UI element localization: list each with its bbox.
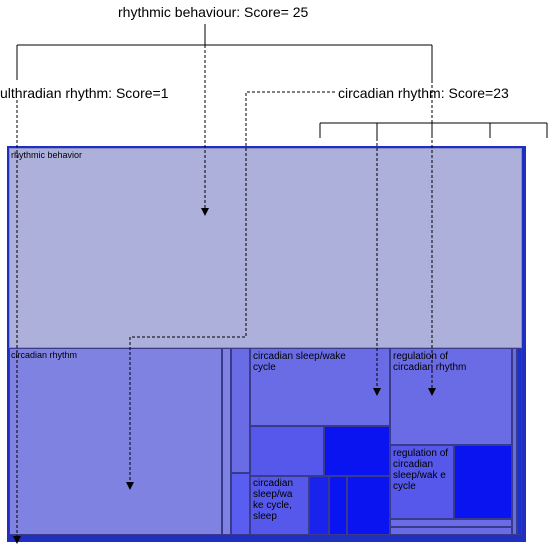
treemap-cell-subblock-2[interactable] [324, 426, 390, 476]
treemap-cell-label: rhythmic behavior [11, 150, 83, 160]
treemap-cell-label: circadian sleep/wake cycle [253, 351, 346, 373]
treemap-cell-subblock-5[interactable] [347, 476, 390, 535]
treemap-cell-circadian-sleep-wake-cycle[interactable]: circadian sleep/wake cycle [250, 348, 390, 426]
treemap-cell-subblock-4[interactable] [329, 476, 347, 535]
arrow-ultradian-path [126, 91, 335, 490]
treemap-cell-thin-3[interactable] [231, 473, 250, 535]
rhythmic-behaviour-connector [16, 24, 433, 80]
circadian-rhythm-score-label: circadian rhythm: Score=23 [338, 85, 509, 101]
treemap-cell-circadian-sleep-wake-cycle-sleep[interactable]: circadian sleep/wa ke cycle, sleep [250, 476, 309, 535]
treemap-cell-subblock-8[interactable] [390, 527, 512, 535]
dashed-arrows [13, 45, 436, 544]
treemap-cell-label: regulation of circadian sleep/wak e cycl… [393, 448, 449, 492]
treemap-cell-subblock-1[interactable] [250, 426, 324, 476]
treemap: rhythmic behavior circadian rhythm circa… [7, 146, 526, 542]
treemap-cell-rhythmic-behavior[interactable]: rhythmic behavior [9, 148, 522, 348]
rhythmic-behaviour-score-label: rhythmic behaviour: Score= 25 [118, 4, 309, 20]
treemap-cell-regulation-of-circadian-sleep-wake-cycle[interactable]: regulation of circadian sleep/wak e cycl… [390, 445, 454, 519]
circadian-rhythm-connector [319, 122, 548, 138]
treemap-cell-label: circadian rhythm [11, 350, 78, 360]
treemap-cell-subblock-7[interactable] [390, 519, 512, 527]
treemap-cell-thin-2[interactable] [231, 348, 250, 473]
treemap-cell-subblock-6[interactable] [454, 445, 512, 519]
treemap-cell-circadian-rhythm[interactable]: circadian rhythm [9, 348, 222, 535]
treemap-cell-label: regulation of circadian rhythm [393, 351, 467, 373]
treemap-cell-thin-1[interactable] [222, 348, 231, 535]
treemap-cell-regulation-of-circadian-rhythm[interactable]: regulation of circadian rhythm [390, 348, 512, 445]
ultradian-rhythm-score-label: ulthradian rhythm: Score=1 [0, 85, 169, 101]
treemap-cell-label: circadian sleep/wa ke cycle, sleep [253, 478, 294, 522]
treemap-cell-right-thin-2[interactable] [517, 348, 522, 535]
treemap-cell-subblock-3[interactable] [309, 476, 329, 535]
treemap-cell-right-thin-1[interactable] [512, 348, 517, 535]
